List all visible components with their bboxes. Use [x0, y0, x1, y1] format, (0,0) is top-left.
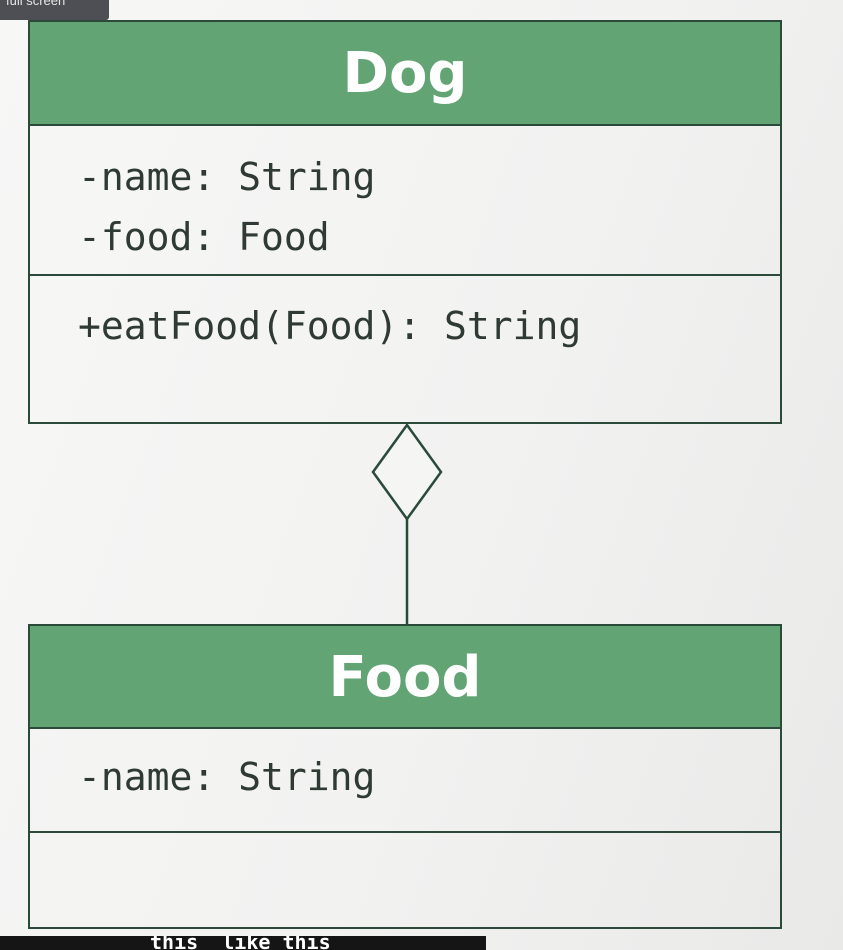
attributes-section-food: -name: String — [30, 729, 780, 833]
method-dog-eat-food: +eatFood(Food): String — [78, 304, 582, 348]
attribute-dog-name: -name: String — [78, 155, 376, 199]
aggregation-diamond — [371, 422, 443, 522]
class-name-dog: Dog — [30, 22, 780, 126]
attribute-food-name: -name: String — [78, 755, 376, 799]
caption-text: this like this — [150, 936, 331, 950]
class-name-food: Food — [30, 626, 780, 729]
methods-section-dog: +eatFood(Food): String — [30, 276, 780, 356]
fullscreen-label: full screen — [6, 0, 66, 8]
uml-class-food: Food -name: String — [28, 624, 782, 929]
uml-class-dog: Dog -name: String -food: Food +eatFood(F… — [28, 20, 782, 424]
attributes-section-dog: -name: String -food: Food — [30, 126, 780, 276]
attribute-dog-food: -food: Food — [78, 215, 330, 259]
caption-bar: this like this — [0, 936, 486, 950]
fullscreen-button[interactable]: full screen — [0, 0, 109, 20]
